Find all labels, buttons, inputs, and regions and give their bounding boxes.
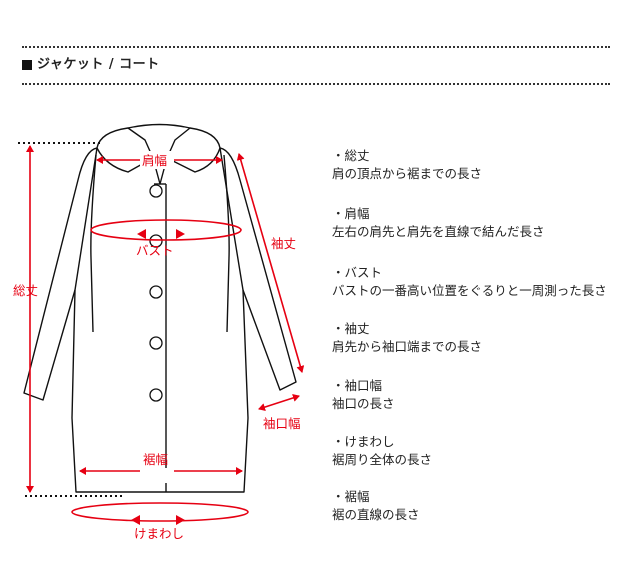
hem-arrowhead-right (131, 515, 140, 525)
coat-buttons (149, 184, 163, 402)
square-bullet-icon (22, 60, 32, 70)
definition-sleeve-length: ・袖丈 肩先から袖口端までの長さ (332, 320, 632, 356)
coat-outline (23, 123, 297, 493)
definition-term: ・裾幅 (332, 489, 370, 504)
definition-desc: バストの一番高い位置をぐるりと一周測った長さ (332, 283, 607, 298)
bust-arrowhead-left (176, 229, 185, 239)
section-title-text: ジャケット / コート (37, 57, 160, 72)
definition-hem-width: ・裾幅 裾の直線の長さ (332, 488, 632, 524)
hem-arrowhead-left (176, 515, 185, 525)
definition-term: ・肩幅 (332, 206, 370, 221)
definition-desc: 裾周り全体の長さ (332, 452, 433, 467)
button-4 (149, 336, 163, 350)
definition-desc: 左右の肩先と肩先を直線で結んだ長さ (332, 224, 545, 239)
hem-circumference-ellipse (71, 502, 249, 522)
definition-term: ・袖丈 (332, 321, 370, 336)
cuff-width-arrow (258, 394, 300, 411)
total-length-label: 総丈 (13, 283, 38, 298)
hem-circumference-label: けまわし (134, 526, 184, 541)
definition-hem-circumference: ・けまわし 裾周り全体の長さ (332, 433, 632, 469)
button-1 (149, 184, 163, 198)
cuff-width-label: 袖口幅 (263, 416, 301, 431)
top-divider (22, 46, 610, 48)
definition-shoulder-width: ・肩幅 左右の肩先と肩先を直線で結んだ長さ (332, 205, 632, 241)
sleeve-length-label: 袖丈 (271, 236, 296, 251)
section-title: ジャケット / コート (22, 55, 160, 75)
button-5 (149, 388, 163, 402)
coat-measurement-diagram: 肩幅 バスト 袖丈 総丈 袖口幅 裾幅 けまわし (13, 123, 305, 541)
button-3 (149, 285, 163, 299)
bottom-divider (22, 83, 610, 85)
definition-term: ・バスト (332, 265, 383, 280)
sleeve-length-arrow (236, 153, 305, 373)
definition-term: ・袖口幅 (332, 378, 383, 393)
definition-term: ・けまわし (332, 434, 395, 449)
definition-desc: 裾の直線の長さ (332, 507, 420, 522)
definition-desc: 肩先から袖口端までの長さ (332, 339, 483, 354)
definition-desc: 肩の頂点から裾までの長さ (332, 166, 483, 181)
shoulder-width-label: 肩幅 (142, 153, 167, 168)
bust-label: バスト (136, 243, 174, 258)
button-2 (149, 234, 163, 248)
definition-bust: ・バスト バストの一番高い位置をぐるりと一周測った長さ (332, 264, 632, 300)
definition-total-length: ・総丈 肩の頂点から裾までの長さ (332, 147, 632, 183)
bust-arrowhead-right (137, 229, 146, 239)
hem-width-label: 裾幅 (143, 452, 168, 467)
definition-term: ・総丈 (332, 148, 370, 163)
circumference-arrowheads (131, 229, 185, 525)
definition-desc: 袖口の長さ (332, 396, 395, 411)
definition-cuff-width: ・袖口幅 袖口の長さ (332, 377, 632, 413)
